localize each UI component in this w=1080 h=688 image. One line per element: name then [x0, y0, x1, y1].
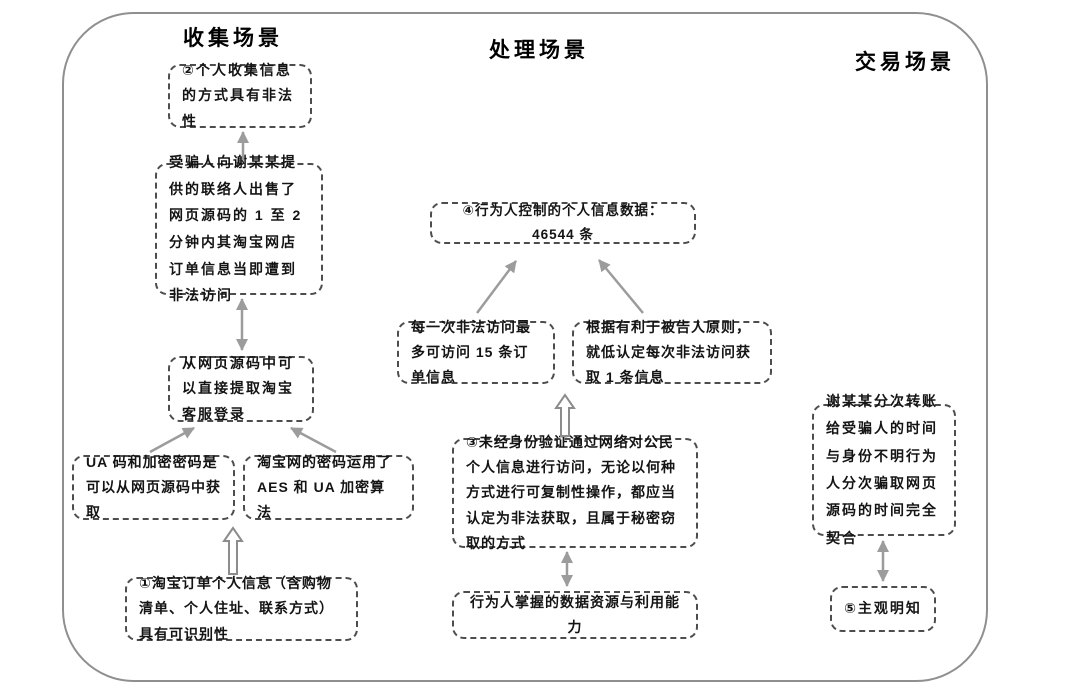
section-title-processing: 处理场景: [489, 39, 589, 62]
outer-rounded-frame: [62, 12, 988, 682]
node-collection-illegality: ②个人收集信息的方式具有非法性: [168, 62, 312, 129]
section-title-transaction: 交易场景: [855, 51, 955, 74]
section-title-collection: 收集场景: [183, 27, 283, 50]
node-favorable-to-defendant: 根据有利于被告人原则，就低认定每次非法访问获取 1 条信息: [572, 319, 772, 385]
node-data-resources-capability: 行为人掌握的数据资源与利用能力: [452, 591, 698, 639]
node-extract-taobao-login: 从网页源码中可以直接提取淘宝客服登录: [168, 355, 314, 422]
node-max-15-per-access: 每一次非法访问最多可访问 15 条订单信息: [397, 319, 555, 385]
node-unauthorized-access-illegal: ③未经身份验证通过网络对公民个人信息进行访问，无论以何种方式进行可复制性操作，都…: [452, 434, 698, 551]
node-order-info-identifiable: ①淘宝订单个人信息（含购物清单、个人住址、联系方式）具有可识别性: [125, 575, 358, 642]
node-controlled-data-count: ④行为人控制的个人信息数据：46544 条: [430, 202, 696, 244]
node-ua-code-obtainable: UA 码和加密密码是可以从网页源码中获取: [72, 454, 235, 520]
node-victim-sold-source-code: 受骗人向谢某某提供的联络人出售了网页源码的 1 至 2 分钟内其淘宝网店订单信息…: [155, 154, 323, 303]
node-transfer-time-match: 谢某某分次转账给受骗人的时间与身份不明行为人分次骗取网页源码的时间完全契合: [812, 393, 956, 546]
node-subjective-knowledge: ⑤主观明知: [830, 586, 936, 632]
node-aes-ua-encryption: 淘宝网的密码运用了 AES 和 UA 加密算法: [243, 454, 414, 520]
